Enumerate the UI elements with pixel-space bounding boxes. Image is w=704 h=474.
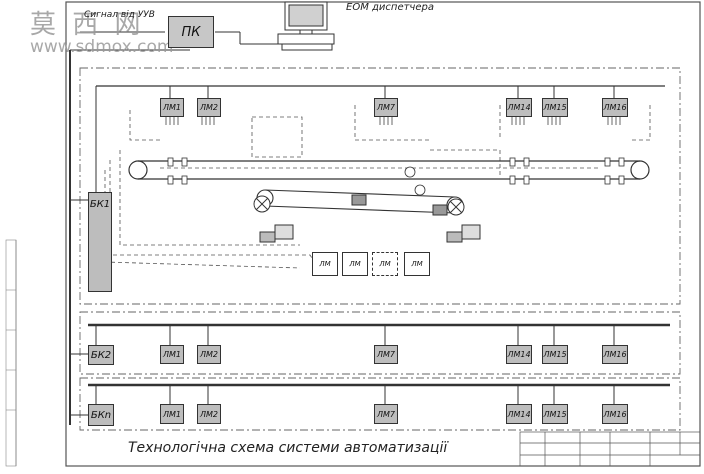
- bk2-block: БК2: [88, 345, 114, 365]
- aux-lm-box: ЛМ: [372, 252, 398, 276]
- lm-box: ЛМ15: [542, 345, 568, 364]
- drawing-frame: [65, 1, 701, 467]
- lm-box: ЛМ16: [602, 404, 628, 424]
- zone-bkn: [79, 377, 681, 431]
- watermark: 莫 西 网 www.sdmox.com: [30, 4, 173, 57]
- lm-box: ЛМ14: [506, 98, 532, 117]
- lm-box: ЛМ2: [197, 345, 221, 364]
- lm-box: ЛМ1: [160, 345, 184, 364]
- lm-drops: [169, 86, 615, 98]
- pc-box: ПК: [168, 16, 214, 48]
- aux-lm-box: ЛМ: [404, 252, 430, 276]
- watermark-cjk: 莫 西 网: [30, 10, 145, 40]
- lm-box: ЛМ1: [160, 404, 184, 424]
- lm-box: ЛМ1: [160, 98, 184, 117]
- dashed-signal-routes: [104, 105, 651, 271]
- lm-box: ЛМ15: [542, 98, 568, 117]
- lm-box: ЛМ16: [602, 98, 628, 117]
- motor-icons: [253, 194, 481, 243]
- lm-box: ЛМ2: [197, 98, 221, 117]
- zone-bk1: [79, 67, 681, 305]
- lm-box: ЛМ7: [374, 404, 398, 424]
- watermark-url: www.sdmox.com: [30, 37, 174, 57]
- belt-sensors: [167, 157, 625, 196]
- title-block: [519, 431, 701, 467]
- lm-box: ЛМ14: [506, 345, 532, 364]
- bk2-drops: [95, 325, 615, 345]
- bkn-drops: [95, 385, 615, 404]
- aux-lm-box: ЛМ: [312, 252, 338, 276]
- computer-icon: [277, 1, 335, 51]
- bk1-block: БК1: [88, 192, 112, 292]
- lm-box: ЛМ15: [542, 404, 568, 424]
- drawing-caption: Технологічна схема системи автоматизації: [128, 440, 448, 456]
- computer-label: ЕОМ диспетчера: [346, 2, 434, 13]
- zone-bk2: [79, 311, 681, 375]
- lm-box: ЛМ2: [197, 404, 221, 424]
- margin-stamp: [5, 239, 17, 467]
- conveyor-upper: [128, 160, 650, 180]
- lm-box: ЛМ16: [602, 345, 628, 364]
- lm-box: ЛМ7: [374, 345, 398, 364]
- lm-box: ЛМ14: [506, 404, 532, 424]
- aux-lm-box: ЛМ: [342, 252, 368, 276]
- lm-box: ЛМ7: [374, 98, 398, 117]
- signal-label: Сигнал від УУВ: [84, 10, 155, 20]
- bkn-block: БКn: [88, 404, 114, 426]
